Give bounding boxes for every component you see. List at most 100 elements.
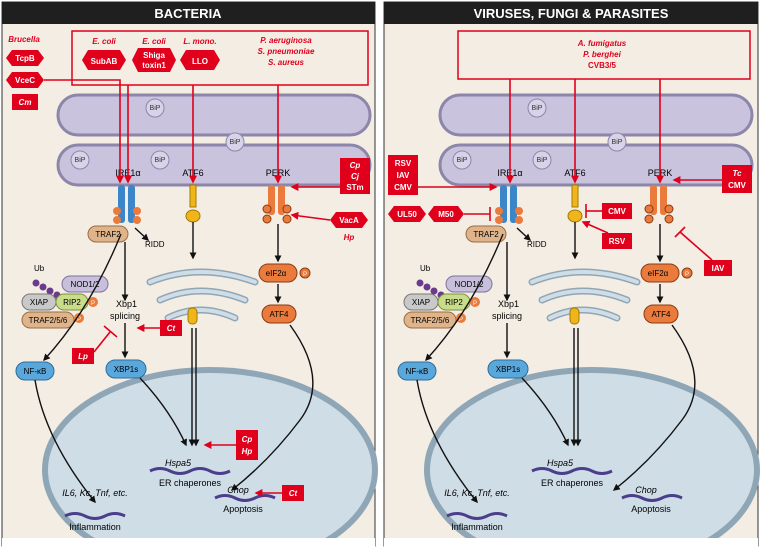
ub-label: Ub (34, 264, 45, 273)
phospho-p (681, 267, 693, 279)
xbp1s-label: XBP1s (114, 365, 138, 374)
shiga-toxin (132, 48, 176, 72)
dna-strand (149, 467, 231, 475)
dna-strand (621, 494, 683, 502)
nod-label: NOD1/2 (455, 280, 484, 289)
pathogen-name: E. coli (92, 37, 116, 46)
vcec-effector (6, 72, 44, 88)
cmv-label: CMV (394, 183, 412, 192)
ct-label: Ct (167, 324, 176, 333)
tc-cmv-box (722, 165, 752, 193)
pathway-arrows (34, 222, 314, 504)
er-tube-bottom (56, 143, 372, 187)
inflammation-genes: IL6, Kc, Tnf, etc. (444, 488, 510, 498)
pathogen-name: P. berghei (583, 50, 621, 59)
panel-header (2, 2, 375, 24)
ridd-label: RIDD (145, 240, 165, 249)
phospho-p (456, 313, 466, 323)
rsv-label: RSV (609, 237, 626, 246)
rip2-label: RIP2 (63, 298, 81, 307)
rsv-iav-cmv-box (388, 155, 418, 195)
splicing-label: splicing (110, 311, 140, 321)
atf6-fragment (569, 307, 580, 325)
pathway-arrows (416, 222, 696, 504)
xiap-label: XIAP (30, 298, 48, 307)
cp-hp-box (236, 430, 258, 460)
dna-strand (446, 512, 508, 520)
bip-label: BiP (75, 157, 86, 164)
brucella-label: Brucella (8, 35, 40, 44)
hspa5-gene: Hspa5 (547, 458, 574, 468)
perk-sensor (262, 185, 292, 224)
iav-box (704, 260, 732, 276)
dna-strand (531, 467, 613, 475)
traf2-node (87, 225, 129, 243)
inflammation-label: Inflammation (69, 522, 121, 532)
xbp1-label: Xbp1 (116, 299, 137, 309)
apoptosis-label: Apoptosis (223, 504, 263, 514)
atf6-fragment (187, 307, 198, 325)
hp-label: Hp (344, 233, 355, 242)
phospho-p (470, 297, 480, 307)
chop-gene: Chop (227, 485, 249, 495)
vcec-label: VceC (15, 76, 35, 85)
golgi (528, 268, 641, 322)
m50-effector (428, 206, 464, 222)
eif2a-node (640, 263, 680, 283)
pathogen-arrows (44, 79, 340, 497)
xbp1-label: Xbp1 (498, 299, 519, 309)
xbp1s-label: XBP1s (496, 365, 520, 374)
er-tube-top (438, 93, 754, 137)
bip: BiP (225, 132, 245, 152)
shiga-label: toxin1 (142, 61, 166, 70)
panel-header (384, 2, 758, 24)
stm-label: STm (346, 183, 363, 192)
ul50-label: UL50 (397, 210, 417, 219)
traf256-node (403, 311, 457, 329)
bip: BiP (532, 150, 552, 170)
tcpb-label: TcpB (15, 54, 35, 63)
vaca-label: VacA (339, 216, 359, 225)
bip-label: BiP (532, 105, 543, 112)
bip: BiP (607, 132, 627, 152)
bip: BiP (70, 150, 90, 170)
ire1-sensor (495, 185, 523, 224)
bip-label: BiP (150, 105, 161, 112)
vaca-toxin (330, 212, 368, 228)
er-chaperones-label: ER chaperones (541, 478, 604, 488)
panel-bottom-mask (384, 538, 758, 548)
dna-strand (214, 494, 276, 502)
nod-node (61, 275, 109, 293)
traf2-label: TRAF2 (473, 230, 499, 239)
bip-label: BiP (537, 157, 548, 164)
bip: BiP (527, 98, 547, 118)
splicing-label: splicing (492, 311, 522, 321)
ire1-sensor (113, 185, 141, 224)
m50-label: M50 (438, 210, 454, 219)
ul50-effector (388, 206, 426, 222)
phospho-label: P (91, 301, 95, 307)
llo-toxin (180, 50, 220, 70)
panel-bottom-mask (2, 538, 375, 548)
rip2-label: RIP2 (445, 298, 463, 307)
cmv-box (602, 203, 632, 219)
phospho-label: P (303, 272, 307, 278)
bip-label: BiP (230, 139, 241, 146)
phospho-p (74, 313, 84, 323)
er-chaperones-label: ER chaperones (159, 478, 222, 488)
ubiquitin-chain (32, 279, 61, 299)
lp-label: Lp (78, 352, 88, 361)
atf6-sensor (567, 184, 583, 223)
nod-label: NOD1/2 (71, 280, 100, 289)
golgi (146, 268, 259, 322)
iav-label: IAV (712, 264, 725, 273)
er-tube-bottom (438, 143, 754, 187)
llo-label: LLO (192, 57, 208, 66)
viruses-panel: VIRUSES, FUNGI & PARASITES BiP BiP BiP (383, 1, 760, 548)
bacteria-panel: BACTERIA BiP BiP BiP (1, 1, 378, 548)
bip: BiP (452, 150, 472, 170)
bip-label: BiP (612, 139, 623, 146)
subab-toxin (82, 50, 126, 70)
cm-box (12, 94, 38, 110)
